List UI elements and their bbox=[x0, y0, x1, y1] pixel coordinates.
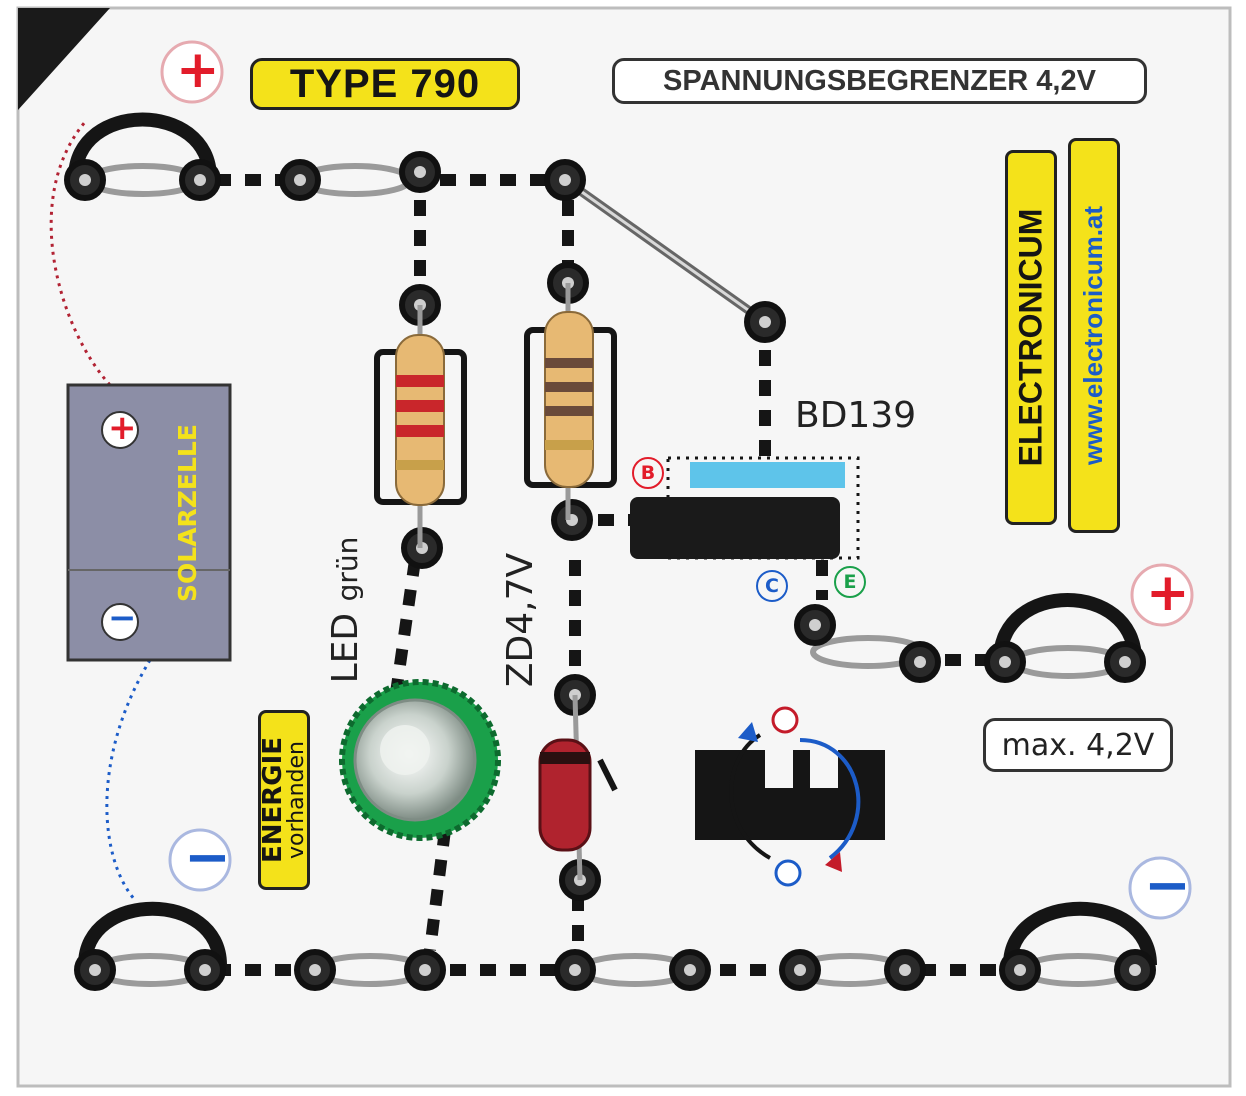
max-voltage-label: max. 4,2V bbox=[983, 718, 1173, 772]
plus-badge-right bbox=[1130, 563, 1194, 627]
pin-c-label: C bbox=[756, 570, 788, 602]
max-voltage-text: max. 4,2V bbox=[1001, 727, 1155, 763]
led-green bbox=[339, 679, 501, 841]
corner-marker bbox=[18, 8, 110, 110]
website-text: www.electronicum.at bbox=[1078, 205, 1109, 466]
led-label-group: LED grün bbox=[325, 515, 366, 705]
energy-line1: ENERGIE bbox=[258, 736, 289, 864]
solar-minus-lead bbox=[105, 659, 152, 901]
title-label: SPANNUNGSBEGRENZER 4,2V bbox=[612, 58, 1147, 104]
transistor-label: BD139 bbox=[795, 395, 917, 436]
pin-b-label: B bbox=[632, 457, 664, 489]
led-label: LED bbox=[325, 612, 366, 684]
brand-text: ELECTRONICUM bbox=[1012, 208, 1049, 467]
minus-badge-right bbox=[1128, 856, 1192, 920]
solar-plus-symbol: + bbox=[108, 408, 137, 448]
resistor-zener bbox=[524, 283, 617, 520]
wiring-traces bbox=[215, 174, 1000, 976]
solar-minus-symbol: − bbox=[108, 598, 137, 638]
solar-plus-lead bbox=[49, 121, 112, 387]
brand-label: ELECTRONICUM bbox=[1005, 150, 1057, 525]
solar-cell bbox=[66, 383, 232, 662]
transistor-pictogram bbox=[695, 706, 885, 887]
minus-badge-left bbox=[168, 828, 232, 892]
resistor-led bbox=[374, 305, 467, 548]
energy-label: ENERGIE vorhanden bbox=[258, 710, 310, 890]
transistor-bd139 bbox=[630, 456, 860, 560]
minus-symbol-left: − bbox=[184, 825, 231, 890]
website-label: www.electronicum.at bbox=[1068, 138, 1120, 533]
solar-label: SOLARZELLE bbox=[173, 424, 202, 602]
springs bbox=[68, 112, 1157, 966]
pin-e-label: E bbox=[834, 566, 866, 598]
type-label-text: TYPE 790 bbox=[289, 61, 481, 106]
type-label: TYPE 790 bbox=[250, 58, 520, 110]
title-text: SPANNUNGSBEGRENZER 4,2V bbox=[663, 64, 1096, 97]
zener-label: ZD4,7V bbox=[500, 552, 541, 688]
plus-badge-top-left bbox=[160, 40, 224, 104]
zener-diode bbox=[538, 694, 618, 881]
led-color-word: grün bbox=[331, 536, 364, 602]
plus-symbol-top-left: + bbox=[176, 40, 220, 100]
plus-symbol-right: + bbox=[1146, 563, 1190, 623]
eyelets bbox=[64, 151, 1156, 991]
minus-symbol-right: − bbox=[1144, 853, 1191, 918]
energy-line2: vorhanden bbox=[284, 741, 310, 859]
